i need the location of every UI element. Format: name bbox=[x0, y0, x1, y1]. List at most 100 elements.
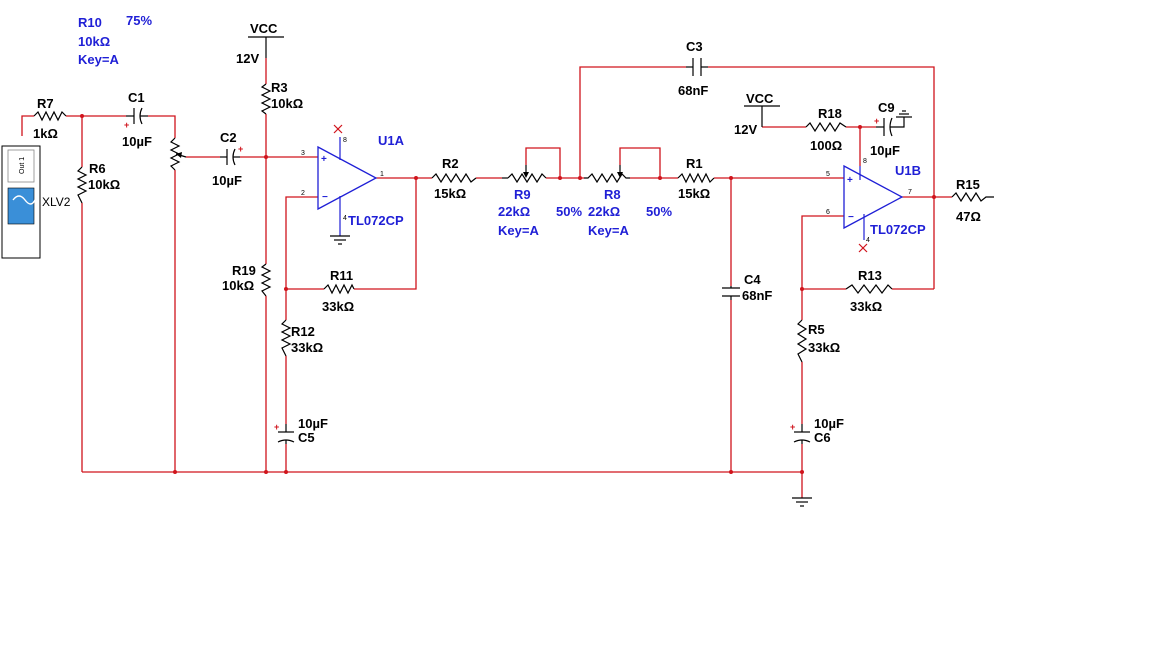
capacitor-c4[interactable]: C4 68nF bbox=[722, 272, 772, 303]
vcc-supply-1[interactable]: VCC 12V bbox=[236, 21, 284, 66]
r9-key: Key=A bbox=[498, 223, 539, 238]
junction-dots bbox=[80, 114, 936, 474]
c2-value: 10µF bbox=[212, 173, 242, 188]
resistor-r6[interactable]: R6 10kΩ bbox=[76, 161, 120, 204]
svg-text:+: + bbox=[874, 116, 879, 126]
potentiometer-r9[interactable]: R9 22kΩ Key=A 50% bbox=[498, 165, 582, 238]
r19-ref: R19 bbox=[232, 263, 256, 278]
capacitor-c1[interactable]: + C1 10µF bbox=[122, 90, 152, 149]
u1a-ref: U1A bbox=[378, 133, 405, 148]
potentiometer-r8[interactable]: R8 22kΩ Key=A 50% bbox=[584, 165, 672, 238]
svg-text:+: + bbox=[124, 120, 129, 130]
resistor-r2[interactable]: R2 15kΩ bbox=[431, 156, 477, 201]
c1-ref: C1 bbox=[128, 90, 145, 105]
instrument-xlv2[interactable]: Out 1 XLV2 bbox=[1, 145, 71, 259]
u1a-pin-vcc: 8 bbox=[343, 137, 347, 144]
resistor-r5[interactable]: R5 33kΩ bbox=[796, 319, 840, 363]
r9-ref: R9 bbox=[514, 187, 531, 202]
r1-value: 15kΩ bbox=[678, 186, 710, 201]
r10-key: Key=A bbox=[78, 52, 119, 67]
vcc2-voltage: 12V bbox=[734, 122, 757, 137]
r6-value: 10kΩ bbox=[88, 177, 120, 192]
r18-value: 100Ω bbox=[810, 138, 842, 153]
r5-ref: R5 bbox=[808, 322, 825, 337]
r7-value: 1kΩ bbox=[33, 126, 58, 141]
svg-text:+: + bbox=[238, 144, 243, 154]
resistor-r7[interactable]: R7 1kΩ bbox=[33, 96, 67, 141]
svg-text:+: + bbox=[790, 422, 795, 432]
c9-ref: C9 bbox=[878, 100, 895, 115]
resistor-r19[interactable]: R19 10kΩ bbox=[222, 263, 272, 297]
u1b-pin-vcc: 8 bbox=[863, 158, 867, 165]
r7-ref: R7 bbox=[37, 96, 54, 111]
r11-ref: R11 bbox=[330, 268, 353, 283]
u1a-pin-plus: 3 bbox=[301, 150, 305, 157]
c3-ref: C3 bbox=[686, 39, 703, 54]
opamp-u1b[interactable]: + − 5 6 7 8 4 U1B TL072CP bbox=[826, 158, 926, 253]
resistor-r18[interactable]: R18 100Ω bbox=[805, 106, 847, 153]
instrument-tag: Out 1 bbox=[19, 157, 26, 174]
r9-value: 22kΩ bbox=[498, 204, 530, 219]
resistor-r13[interactable]: R13 33kΩ bbox=[845, 268, 893, 314]
potentiometer-r10[interactable]: R10 75% 10kΩ Key=A bbox=[78, 13, 187, 171]
resistor-r1[interactable]: R1 15kΩ bbox=[677, 156, 715, 201]
opamp-u1a[interactable]: + − 3 2 1 8 4 U1A TL072CP bbox=[301, 124, 405, 236]
vcc1-voltage: 12V bbox=[236, 51, 259, 66]
u1b-pin-out: 7 bbox=[908, 189, 912, 196]
svg-text:+: + bbox=[847, 175, 853, 186]
u1a-pin-out: 1 bbox=[380, 171, 384, 178]
r12-value: 33kΩ bbox=[291, 340, 323, 355]
svg-text:+: + bbox=[274, 422, 279, 432]
c4-value: 68nF bbox=[742, 288, 772, 303]
c3-value: 68nF bbox=[678, 83, 708, 98]
r13-value: 33kΩ bbox=[850, 299, 882, 314]
resistor-r3[interactable]: R3 10kΩ bbox=[260, 80, 303, 115]
u1a-pin-minus: 2 bbox=[301, 190, 305, 197]
c6-ref: C6 bbox=[814, 430, 831, 445]
r3-ref: R3 bbox=[271, 80, 288, 95]
c5-ref: C5 bbox=[298, 430, 315, 445]
c4-ref: C4 bbox=[744, 272, 761, 287]
r11-value: 33kΩ bbox=[322, 299, 354, 314]
r8-value: 22kΩ bbox=[588, 204, 620, 219]
vcc-supply-2[interactable]: VCC 12V bbox=[734, 91, 780, 137]
r10-ref: R10 bbox=[78, 15, 102, 30]
vcc1-name: VCC bbox=[250, 21, 278, 36]
vcc2-name: VCC bbox=[746, 91, 774, 106]
r10-setting: 75% bbox=[126, 13, 152, 28]
r15-value: 47Ω bbox=[956, 209, 981, 224]
svg-text:−: − bbox=[322, 192, 328, 203]
r3-value: 10kΩ bbox=[271, 96, 303, 111]
resistor-r11[interactable]: R11 33kΩ bbox=[322, 268, 355, 314]
r2-ref: R2 bbox=[442, 156, 459, 171]
r8-setting: 50% bbox=[646, 204, 672, 219]
u1b-pin-gnd: 4 bbox=[866, 237, 870, 244]
r12-ref: R12 bbox=[291, 324, 315, 339]
c9-value: 10µF bbox=[870, 143, 900, 158]
u1a-part: TL072CP bbox=[348, 213, 404, 228]
u1b-pin-plus: 5 bbox=[826, 171, 830, 178]
r19-value: 10kΩ bbox=[222, 278, 254, 293]
c2-ref: C2 bbox=[220, 130, 237, 145]
svg-text:+: + bbox=[321, 154, 327, 165]
capacitor-c6[interactable]: + 10µF C6 bbox=[790, 416, 844, 445]
c6-value: 10µF bbox=[814, 416, 844, 431]
r10-value: 10kΩ bbox=[78, 34, 110, 49]
resistor-r15[interactable]: R15 47Ω bbox=[951, 177, 994, 224]
c1-value: 10µF bbox=[122, 134, 152, 149]
r8-key: Key=A bbox=[588, 223, 629, 238]
u1a-pin-gnd: 4 bbox=[343, 215, 347, 222]
capacitor-c9[interactable]: + C9 10µF bbox=[870, 100, 912, 158]
r15-ref: R15 bbox=[956, 177, 980, 192]
capacitor-c2[interactable]: + C2 10µF bbox=[212, 130, 243, 188]
instrument-label: XLV2 bbox=[42, 195, 71, 209]
resistor-r12[interactable]: R12 33kΩ bbox=[280, 319, 323, 357]
r8-ref: R8 bbox=[604, 187, 621, 202]
r18-ref: R18 bbox=[818, 106, 842, 121]
capacitor-c3[interactable]: C3 68nF bbox=[678, 39, 708, 98]
ground-u1a bbox=[330, 235, 350, 245]
u1b-ref: U1B bbox=[895, 163, 921, 178]
capacitor-c5[interactable]: + 10µF C5 bbox=[274, 416, 328, 445]
r1-ref: R1 bbox=[686, 156, 703, 171]
